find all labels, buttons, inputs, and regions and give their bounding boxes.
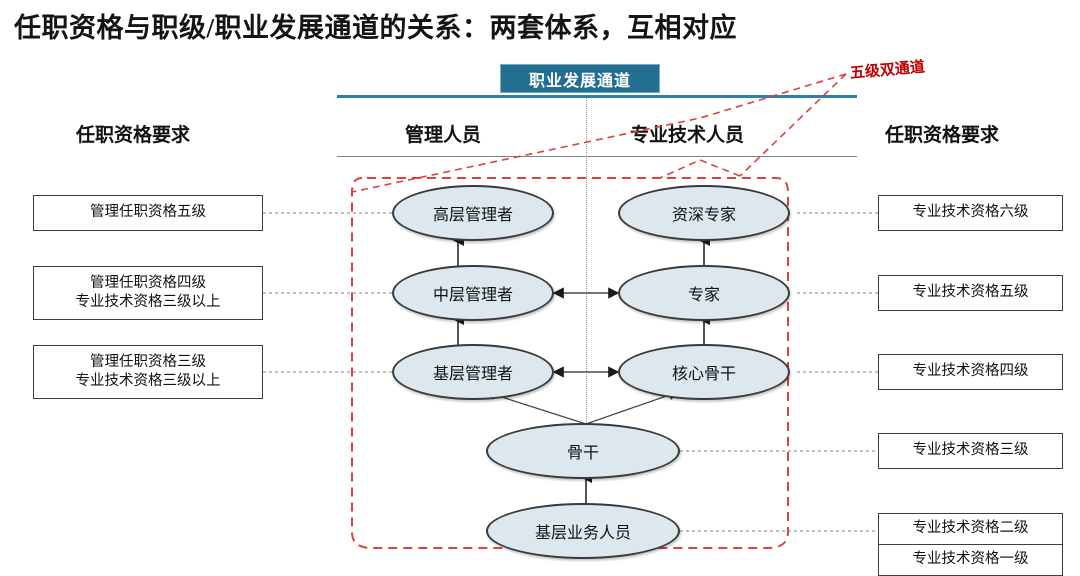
annotation-leader-line-right xyxy=(739,73,847,177)
right-qualification-box-2[interactable]: 专业技术资格五级 xyxy=(878,275,1063,311)
node-frontline-manager[interactable]: 基层管理者 xyxy=(392,344,554,400)
node-frontline-staff-label: 基层业务人员 xyxy=(534,525,631,542)
column-heading-right-requirements: 任职资格要求 xyxy=(885,125,1000,146)
node-frontline-staff[interactable]: 基层业务人员 xyxy=(486,503,680,559)
node-expert[interactable]: 专家 xyxy=(618,265,790,321)
node-expert-label: 专家 xyxy=(687,287,720,304)
node-middle-manager-label: 中层管理者 xyxy=(432,287,513,304)
header-rule-thick xyxy=(337,95,857,98)
left-box-1-line-1: 管理任职资格五级 xyxy=(90,204,206,221)
page-title: 任职资格与职级/职业发展通道的关系：两套体系，互相对应 xyxy=(14,13,738,43)
right-box-5-line-1: 专业技术资格二级 xyxy=(912,520,1029,537)
header-rule-thin xyxy=(337,156,857,157)
right-qualification-box-6[interactable]: 专业技术资格一级 xyxy=(878,544,1063,576)
left-box-3-line-1: 管理任职资格三级 xyxy=(90,353,206,370)
left-qualification-box-2[interactable]: 管理任职资格四级 专业技术资格三级以上 xyxy=(33,266,263,320)
node-senior-expert-label: 资深专家 xyxy=(671,207,736,224)
annotation-leader-line-fork xyxy=(659,159,741,179)
right-qualification-box-3[interactable]: 专业技术资格四级 xyxy=(878,354,1063,390)
right-qualification-box-5[interactable]: 专业技术资格二级 xyxy=(878,513,1063,545)
right-box-6-line-1: 专业技术资格一级 xyxy=(912,551,1029,568)
right-qualification-box-1[interactable]: 专业技术资格六级 xyxy=(878,195,1063,231)
right-box-4-line-1: 专业技术资格三级 xyxy=(912,442,1029,459)
column-heading-management: 管理人员 xyxy=(405,125,482,146)
node-senior-expert[interactable]: 资深专家 xyxy=(618,185,790,241)
center-divider-dotted xyxy=(586,98,587,463)
node-frontline-manager-label: 基层管理者 xyxy=(432,366,513,383)
right-box-1-line-1: 专业技术资格六级 xyxy=(912,204,1029,221)
column-heading-left-requirements: 任职资格要求 xyxy=(76,125,191,146)
node-senior-manager[interactable]: 高层管理者 xyxy=(392,185,554,241)
career-channel-badge: 职业发展通道 xyxy=(500,64,660,93)
right-box-3-line-1: 专业技术资格四级 xyxy=(912,363,1029,380)
left-box-2-line-1: 管理任职资格四级 xyxy=(90,274,206,291)
left-box-3-line-2: 专业技术资格三级以上 xyxy=(75,373,221,389)
left-qualification-box-1[interactable]: 管理任职资格五级 xyxy=(33,195,263,231)
node-backbone[interactable]: 骨干 xyxy=(486,423,680,479)
column-heading-technical: 专业技术人员 xyxy=(630,125,745,146)
node-senior-manager-label: 高层管理者 xyxy=(432,207,513,224)
left-qualification-box-3[interactable]: 管理任职资格三级 专业技术资格三级以上 xyxy=(33,345,263,399)
right-box-2-line-1: 专业技术资格五级 xyxy=(912,284,1029,301)
five-level-dual-channel-annotation: 五级双通道 xyxy=(849,59,926,82)
node-backbone-label: 骨干 xyxy=(566,445,599,462)
right-qualification-box-4[interactable]: 专业技术资格三级 xyxy=(878,433,1063,469)
left-box-2-line-2: 专业技术资格三级以上 xyxy=(75,294,221,310)
node-middle-manager[interactable]: 中层管理者 xyxy=(392,265,554,321)
node-core-backbone[interactable]: 核心骨干 xyxy=(618,344,790,400)
node-core-backbone-label: 核心骨干 xyxy=(671,366,736,383)
